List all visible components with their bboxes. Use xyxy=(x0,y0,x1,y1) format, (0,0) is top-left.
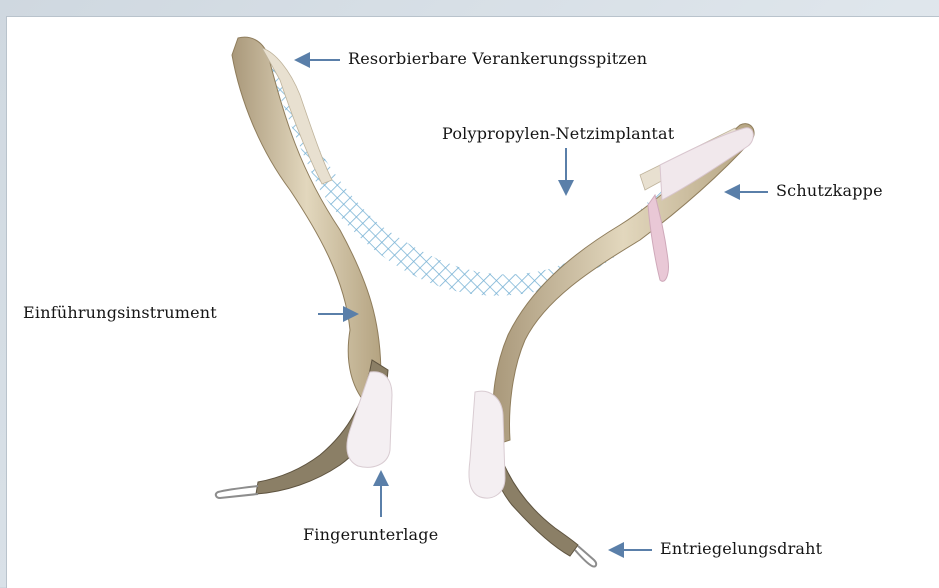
label-release-wire: Entriegelungsdraht xyxy=(660,539,822,558)
label-mesh: Polypropylen-Netzimplantat xyxy=(442,124,674,143)
right-release-wire xyxy=(575,546,596,567)
label-anchor-tips: Resorbierbare Verankerungsspitzen xyxy=(348,49,647,68)
left-release-wire xyxy=(216,486,258,498)
label-protective-cap: Schutzkappe xyxy=(776,181,883,200)
label-inserter: Einführungsinstrument xyxy=(23,303,217,322)
label-finger-pad: Fingerunterlage xyxy=(303,525,438,544)
left-finger-pad xyxy=(347,372,392,468)
right-finger-pad xyxy=(469,391,505,498)
